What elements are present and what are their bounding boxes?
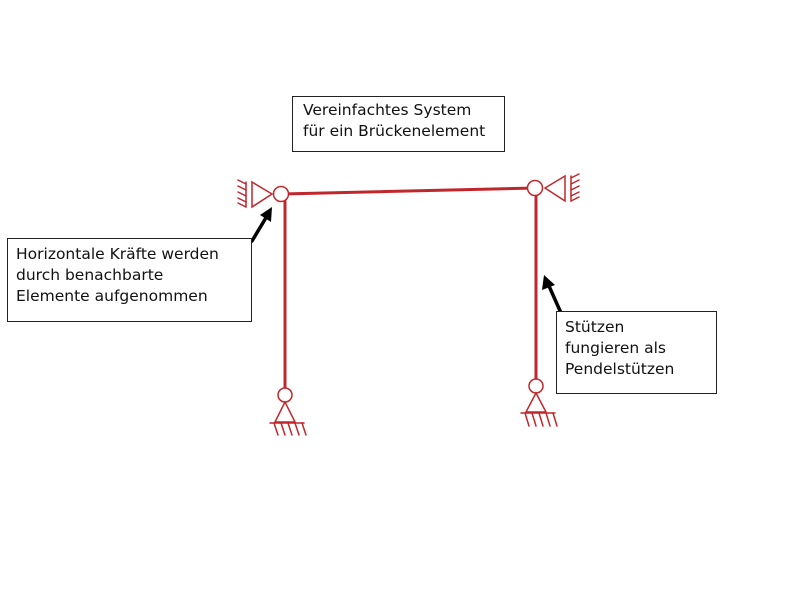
- columns-line-1: Stützen: [565, 318, 625, 336]
- right-top-hinge: [526, 179, 544, 197]
- right-top-roller-support: [543, 173, 580, 203]
- horizontal-forces-line-2: durch benachbarte: [16, 266, 164, 284]
- columns-line-2: fungieren als: [565, 339, 666, 357]
- columns-note: Stützen fungieren als Pendelstützen: [556, 311, 717, 394]
- right-bottom-pinned-support: [520, 391, 558, 427]
- beam: [280, 186, 537, 196]
- left-bottom-pinned-support: [269, 400, 307, 436]
- pointer-arrow-right: [542, 275, 563, 315]
- title-line-1: Vereinfachtes System: [303, 101, 472, 119]
- title-line-2: für ein Brückenelement: [303, 122, 486, 140]
- left-bottom-hinge: [277, 387, 293, 403]
- horizontal-forces-line-1: Horizontale Kräfte werden: [16, 245, 219, 263]
- left-top-roller-support: [237, 179, 274, 209]
- horizontal-forces-note: Horizontale Kräfte werden durch benachba…: [7, 238, 252, 322]
- pointer-arrow-left: [250, 207, 272, 243]
- title-note: Vereinfachtes System für ein Brückenelem…: [292, 96, 505, 152]
- right-bottom-hinge: [528, 378, 544, 394]
- columns-line-3: Pendelstützen: [565, 360, 675, 378]
- left-top-hinge: [272, 185, 290, 203]
- horizontal-forces-line-3: Elemente aufgenommen: [16, 287, 208, 305]
